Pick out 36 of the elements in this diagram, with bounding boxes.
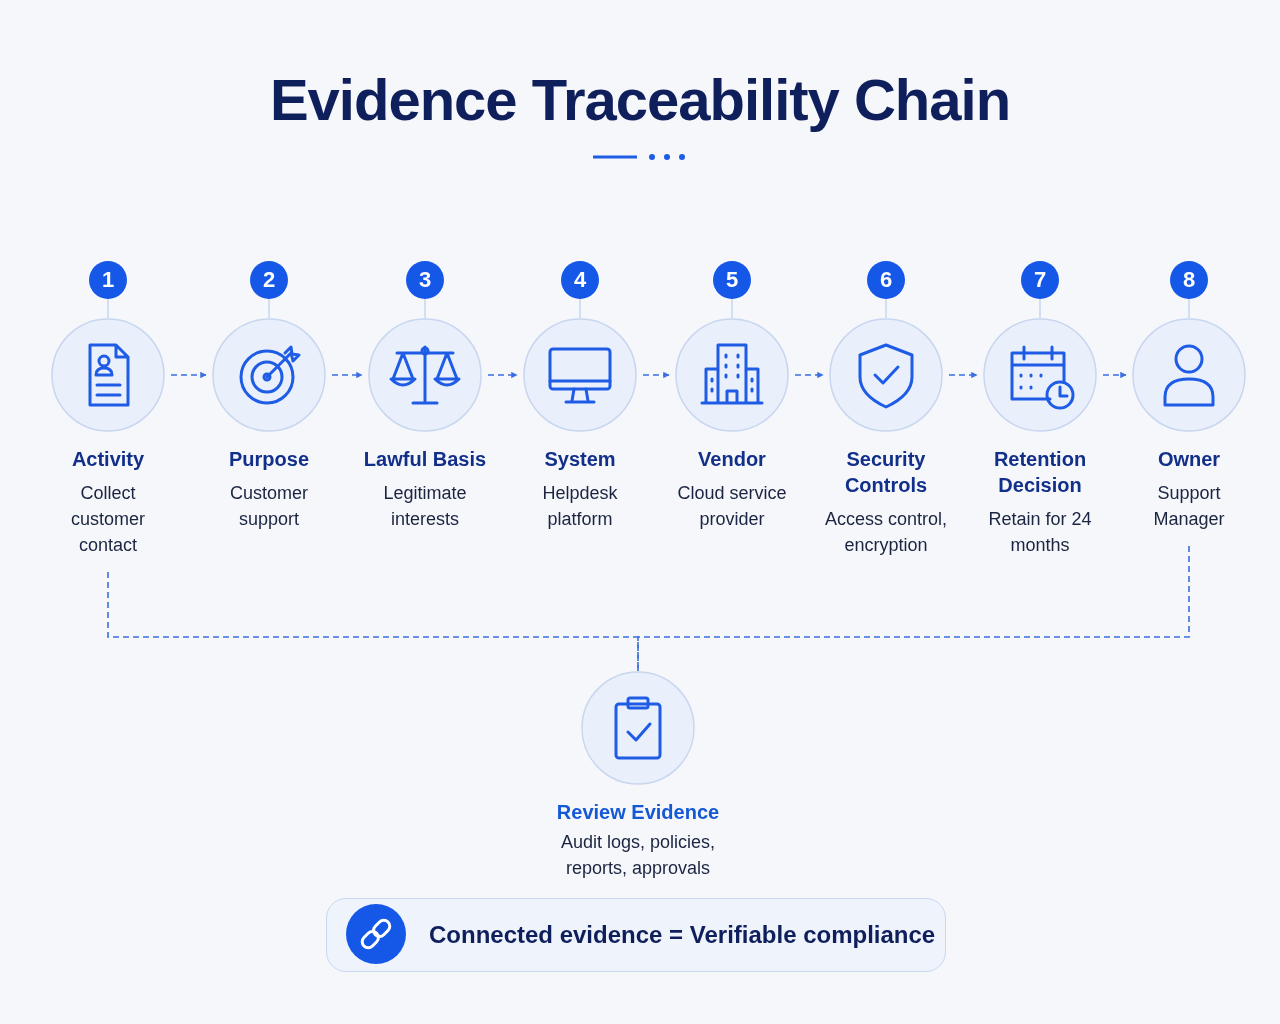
connector-arrow [170, 371, 207, 379]
step-description: Access control, encryption [823, 508, 948, 557]
connector-arrow [1102, 371, 1127, 379]
step-description: Retain for 24 months [987, 508, 1093, 557]
step-heading: Purpose [229, 447, 309, 472]
title: Evidence Traceability Chain [269, 66, 1011, 133]
step-number: 5 [713, 261, 751, 299]
step-heading: Vendor [698, 447, 766, 472]
step-number: 8 [1170, 261, 1208, 299]
step-description: Helpdesk platform [541, 482, 619, 531]
step-number: 2 [250, 261, 288, 299]
step-heading: Lawful Basis [363, 447, 487, 472]
summary-text: Connected evidence = Verifiable compliance [429, 921, 936, 949]
step-number: 1 [89, 261, 127, 299]
step-heading: Owner [1157, 447, 1221, 472]
connector-arrow [642, 371, 670, 379]
step-description: Legitimate interests [382, 482, 468, 531]
step-heading: Review Evidence [556, 800, 720, 825]
step-number: 6 [867, 261, 905, 299]
step-heading: System [544, 447, 616, 472]
step-description: Cloud service provider [676, 482, 788, 531]
summary-banner [326, 898, 946, 972]
step-heading: Security Controls [843, 447, 929, 498]
step-description: Audit logs, policies, reports, approvals [559, 831, 717, 880]
connector-arrow [487, 371, 518, 379]
step-number: 4 [561, 261, 599, 299]
connector-arrow [331, 371, 363, 379]
step-heading: Activity [71, 447, 145, 472]
step-description: Collect customer contact [70, 482, 146, 557]
step-number: 7 [1021, 261, 1059, 299]
step-description: Customer support [229, 482, 309, 531]
connector-arrow [794, 371, 824, 379]
step-number: 3 [406, 261, 444, 299]
step-description: Support Manager [1152, 482, 1226, 531]
step-heading: Retention Decision [992, 447, 1088, 498]
connector-arrow [948, 371, 978, 379]
